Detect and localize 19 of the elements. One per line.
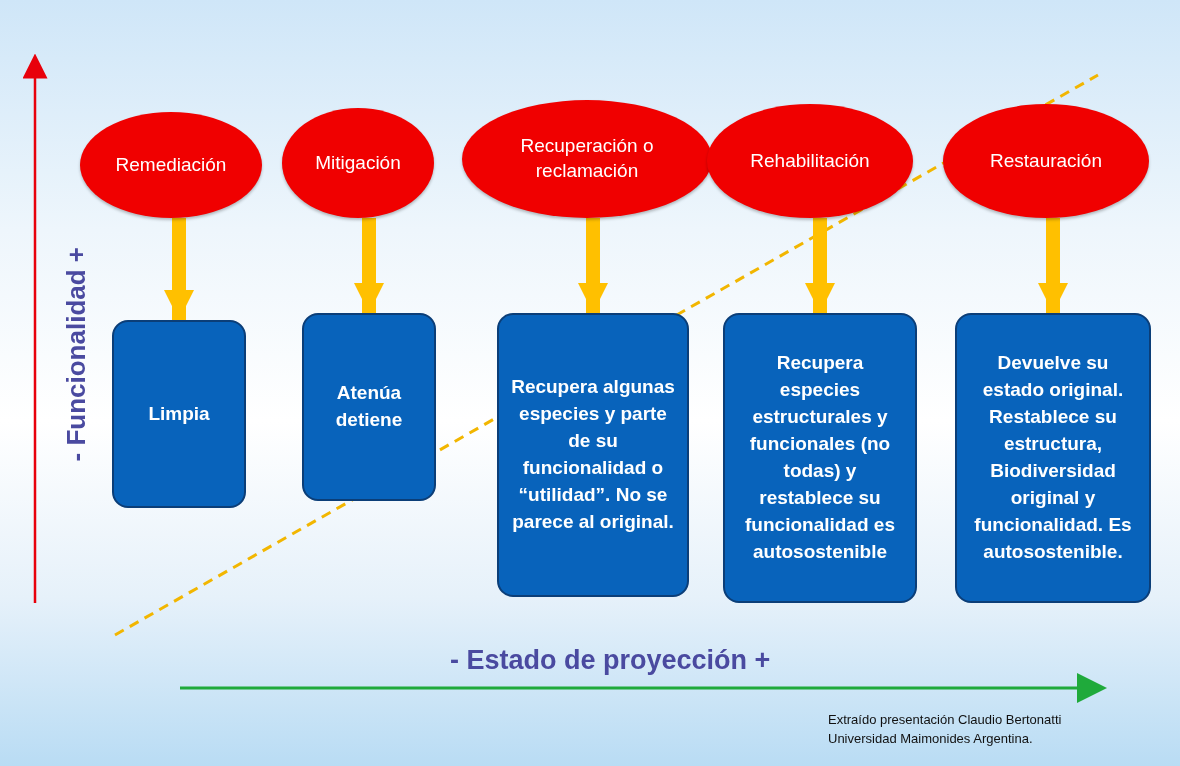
description-box: Recupera algunas especies y parte de su funcionalidad o “utilidad”. No se parece al original. [497, 313, 689, 597]
source-note: Universidad Maimonides Argentina. [828, 731, 1033, 746]
arrow [578, 218, 608, 313]
axis-title: - Funcionalidad + [60, 246, 92, 462]
description-box: Recupera especies estructurales y funcionales (no todas) y restablece su funcionalidad es autosostenible [723, 313, 917, 603]
description-box: Limpia [112, 320, 246, 508]
arrow [805, 218, 835, 313]
arrow [354, 218, 384, 313]
stage-ellipse: Recuperación o reclamación [462, 100, 712, 218]
stage-ellipse: Mitigación [282, 108, 434, 218]
source-note: Extraído presentación Claudio Bertonatti [828, 712, 1062, 727]
axis-title: - Estado de proyección + [450, 645, 771, 676]
stage-ellipse: Rehabilitación [707, 104, 913, 218]
stage-ellipse: Remediación [80, 112, 262, 218]
description-box: Devuelve su estado original. Restablece su estructura, Biodiversidad original y funcionalidad. Es autosostenible. [955, 313, 1151, 603]
arrow [164, 218, 194, 320]
description-box: Atenúa detiene [302, 313, 436, 501]
arrow [1038, 218, 1068, 313]
stage-ellipse: Restauración [943, 104, 1149, 218]
